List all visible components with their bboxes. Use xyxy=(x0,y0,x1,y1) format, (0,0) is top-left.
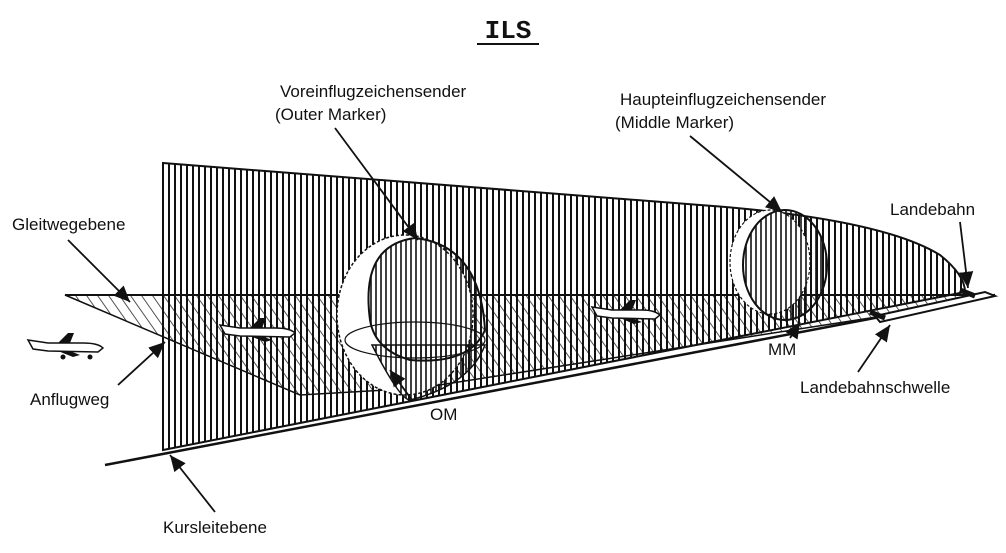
diagram-title: ILS xyxy=(485,16,532,46)
runway xyxy=(869,287,999,324)
aircraft-icon xyxy=(218,318,297,342)
middle-marker-label-en: (Middle Marker) xyxy=(615,113,734,132)
outer-marker-label: Voreinflugzeichensender xyxy=(280,82,467,101)
mm-label: MM xyxy=(768,340,796,359)
om-label: OM xyxy=(430,405,457,424)
aircraft-icon xyxy=(590,300,662,324)
approach-path-label: Anflugweg xyxy=(30,390,109,409)
course-plane-label: Kursleitebene xyxy=(163,518,267,537)
leader-arrows xyxy=(67,127,974,513)
outer-marker-label-en: (Outer Marker) xyxy=(275,105,386,124)
aircraft-icon xyxy=(26,333,105,360)
glide-plane-label: Gleitwegebene xyxy=(12,215,125,234)
threshold-label: Landebahnschwelle xyxy=(800,378,950,397)
middle-marker-label: Haupteinflugzeichensender xyxy=(620,90,826,109)
approach-line xyxy=(104,293,996,467)
runway-label: Landebahn xyxy=(890,200,975,219)
